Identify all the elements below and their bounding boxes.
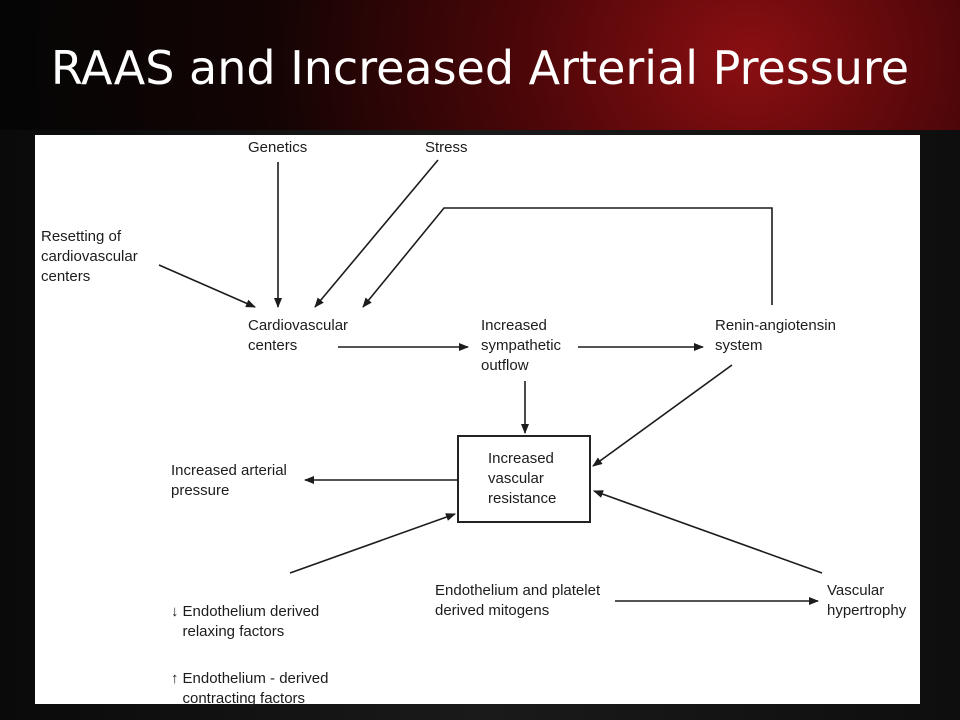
diagram-panel: Genetics Stress Resetting of cardiovascu… (35, 135, 920, 707)
arrow-resetting-to-centers (158, 264, 256, 308)
up-arrow-icon: ↑ (171, 670, 179, 687)
node-increased-sympathetic-outflow: Increased sympathetic outflow (481, 317, 562, 374)
node-renin-angiotensin-system: Renin-angiotensin system (715, 317, 836, 354)
node-genetics: Genetics (248, 139, 308, 156)
slide-title: RAAS and Increased Arterial Pressure (50, 41, 910, 95)
down-arrow-icon: ↓ (171, 603, 179, 620)
node-endothelium-contracting-factors-group: ↑Endothelium - derived contracting facto… (171, 649, 328, 709)
node-endothelium-relaxing-factors: Endothelium derived relaxing factors (182, 603, 320, 640)
node-endothelium-platelet-mitogens: Endothelium and platelet derived mitogen… (435, 582, 601, 619)
node-increased-vascular-resistance-box (457, 435, 591, 523)
node-endothelium-contracting-factors: Endothelium - derived contracting factor… (182, 670, 329, 707)
arrow-endothelium-to-resistance (289, 513, 456, 574)
node-endothelium-relaxing-factors-group: ↓Endothelium derived relaxing factors (171, 582, 319, 642)
arrow-hypertrophy-to-resistance (593, 490, 823, 574)
node-resetting-cardiovascular-centers: Resetting of cardiovascular centers (41, 228, 138, 285)
diagram-arrows (158, 159, 823, 605)
node-cardiovascular-centers: Cardiovascular centers (248, 317, 349, 354)
arrow-stress-to-centers (314, 159, 439, 308)
arrow-renin-to-resistance (592, 364, 733, 467)
node-increased-arterial-pressure: Increased arterial pressure (171, 462, 287, 499)
node-increased-vascular-resistance: Increased vascular resistance (488, 450, 557, 507)
node-vascular-hypertrophy: Vascular hypertrophy (827, 582, 907, 619)
arrow-renin-feedback-to-centers (362, 207, 773, 308)
node-stress: Stress (425, 139, 468, 156)
